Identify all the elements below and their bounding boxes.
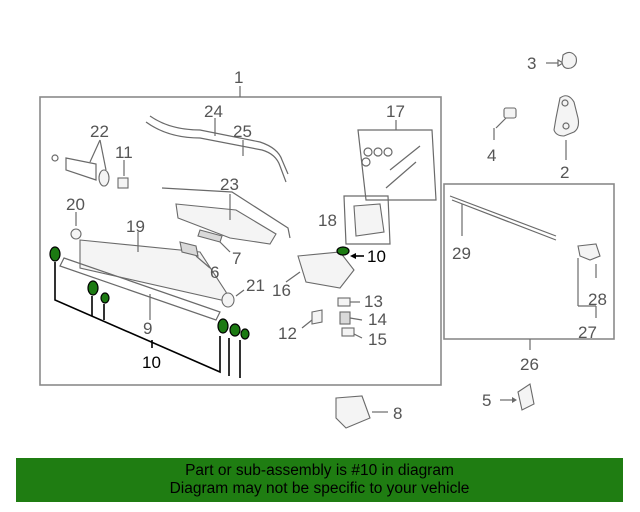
part-6-7-clamps [179, 229, 231, 269]
callout-2: 2 [560, 163, 569, 182]
part-22-11-bushings [51, 139, 129, 189]
part-10-main-rings [49, 246, 250, 378]
callout-9: 9 [143, 319, 152, 338]
part-17-seal-kit [357, 120, 437, 201]
callout-12: 12 [278, 324, 297, 343]
callout-11: 11 [115, 143, 133, 162]
part-5-boot [500, 383, 535, 411]
callout-23: 23 [220, 175, 239, 194]
part-23-boots [161, 187, 291, 245]
callout-17: 17 [386, 102, 405, 121]
callout-22: 22 [90, 122, 109, 141]
callout-18: 18 [318, 211, 337, 230]
callout-13: 13 [364, 292, 383, 311]
callout-15: 15 [368, 330, 387, 349]
callout-14: 14 [368, 310, 387, 329]
callout-10-side: 10 [367, 247, 386, 266]
part-26-29-tie-rod [449, 195, 601, 350]
callout-8: 8 [393, 404, 402, 423]
part-3-cap [546, 51, 577, 69]
callout-5: 5 [482, 391, 491, 410]
callout-1: 1 [234, 68, 243, 87]
callout-16: 16 [272, 281, 291, 300]
part-20-washer [70, 212, 82, 240]
part-4-bolt [493, 107, 517, 140]
part-16-valve-body [285, 251, 355, 289]
callout-28: 28 [588, 290, 607, 309]
part-8-cover [335, 395, 388, 429]
callout-20: 20 [66, 195, 85, 214]
callout-27: 27 [578, 323, 597, 342]
callout-24: 24 [204, 102, 223, 121]
callout-21: 21 [246, 276, 265, 295]
callout-4: 4 [487, 146, 496, 165]
part-19-rack-housing [79, 232, 231, 303]
callout-10-main: 10 [142, 353, 161, 372]
part-10-side-ring [336, 246, 364, 259]
part-24-25-pipes [145, 115, 289, 183]
part-18-housing-cover [343, 195, 391, 245]
tie-rod-assembly-frame [443, 183, 615, 340]
part-9-rack [59, 257, 221, 321]
callout-26: 26 [520, 355, 539, 374]
callout-3: 3 [527, 54, 536, 73]
banner-line-1: Part or sub-assembly is #10 in diagram [185, 462, 454, 479]
callout-29: 29 [452, 244, 471, 263]
part-2-knuckle [553, 95, 580, 160]
banner-line-2: Diagram may not be specific to your vehi… [169, 480, 470, 497]
part-21-seal [221, 289, 245, 308]
callout-25: 25 [233, 122, 252, 141]
notice-banner: Part or sub-assembly is #10 in diagram D… [16, 458, 623, 502]
callout-7: 7 [232, 249, 241, 268]
callout-6: 6 [210, 263, 219, 282]
part-12-15-small-parts [301, 297, 363, 339]
callout-19: 19 [126, 217, 145, 236]
